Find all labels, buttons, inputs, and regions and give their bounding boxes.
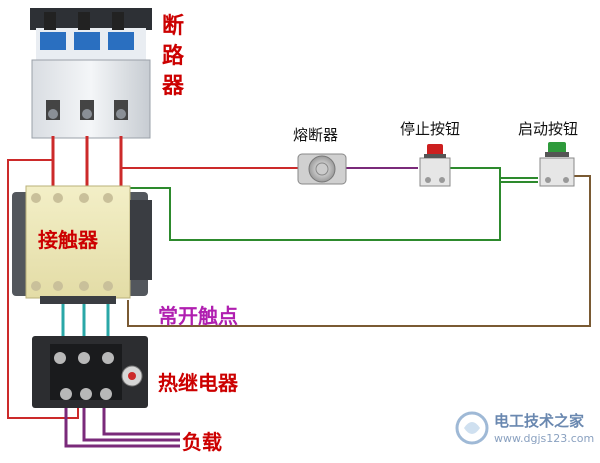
thermal-relay [32, 336, 148, 408]
circuit-breaker [30, 8, 152, 139]
watermark: 电工技术之家 www.dgjs123.com [454, 406, 594, 454]
contactor-label: 接触器 [38, 228, 98, 252]
start-button-label: 启动按钮 [518, 120, 579, 138]
contactor [12, 185, 152, 304]
stop-button [419, 144, 451, 187]
fuse-label: 熔断器 [293, 126, 339, 144]
fuse [297, 153, 347, 185]
breaker-label: 断 路 器 [161, 14, 184, 99]
no-contact-label: 常开触点 [158, 304, 238, 328]
watermark-name: 电工技术之家 [494, 412, 585, 430]
watermark-logo-icon [455, 411, 489, 445]
thermal-relay-label: 热继电器 [158, 371, 238, 395]
stop-button-label: 停止按钮 [400, 120, 461, 138]
start-button [539, 142, 575, 187]
watermark-url: www.dgjs123.com [494, 432, 595, 445]
load-label: 负载 [182, 430, 222, 454]
